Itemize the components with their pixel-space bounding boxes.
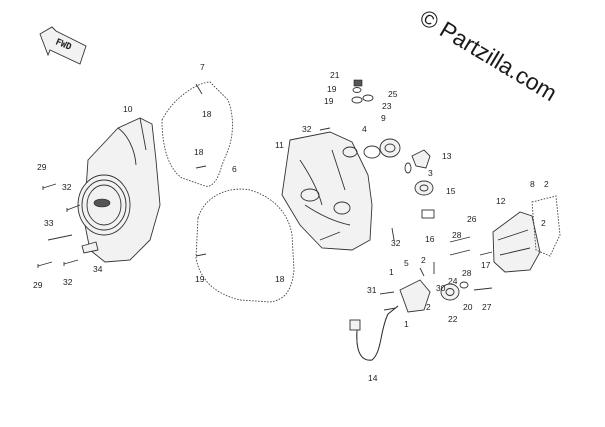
fwd-arrow-icon: FWD [39,26,87,65]
callout-34: 34 [93,264,103,274]
callout-21: 21 [330,70,340,80]
shaft-parts [404,149,434,196]
callout-33: 33 [44,218,54,228]
callout-labels: 29 32 33 34 29 32 10 7 18 18 6 18 19 11 … [33,62,549,383]
callout-1a: 1 [389,267,394,277]
callout-9: 9 [381,113,386,123]
callout-2b: 2 [541,218,546,228]
callout-32b: 32 [63,277,73,287]
callout-32d: 32 [391,238,401,248]
callout-30: 30 [436,283,446,293]
callout-11: 11 [275,140,284,150]
callout-16: 16 [425,234,435,244]
callout-23: 23 [382,101,392,111]
callout-2d: 2 [426,302,431,312]
callout-24: 24 [448,276,458,286]
callout-25: 25 [388,89,398,99]
callout-13: 13 [442,151,452,161]
upper-gasket [161,81,233,187]
callout-7: 7 [200,62,205,72]
callout-5: 5 [404,258,409,268]
callout-26: 26 [467,214,477,224]
lower-gasket [195,188,295,303]
callout-31: 31 [367,285,377,295]
callout-32a: 32 [62,182,72,192]
bolts [37,83,493,311]
callout-18b: 18 [194,147,204,157]
callout-19c: 19 [324,96,334,106]
callout-29b: 29 [33,280,43,290]
callout-3: 3 [428,168,433,178]
callout-27: 27 [482,302,492,312]
callout-18a: 18 [202,109,212,119]
callout-32c: 32 [302,124,312,134]
callout-14: 14 [368,373,378,383]
callout-15: 15 [446,186,456,196]
crankcase-cover [281,131,373,251]
callout-29a: 29 [37,162,47,172]
seals-group [351,79,401,159]
callout-2a: 2 [544,179,549,189]
callout-17: 17 [481,260,491,270]
callout-22: 22 [448,314,458,324]
left-side-cover [77,117,161,263]
callout-18c: 18 [275,274,285,284]
callout-1b: 1 [404,319,409,329]
water-pump-cover [492,195,561,273]
callout-19b: 19 [327,84,337,94]
callout-28a: 28 [452,230,462,240]
callout-12: 12 [496,196,506,206]
callout-2c: 2 [421,255,426,265]
callout-8: 8 [530,179,535,189]
water-hose [349,305,399,361]
callout-20: 20 [463,302,473,312]
callout-4: 4 [362,124,367,134]
watermark: © Partzilla.com [415,4,561,106]
callout-10: 10 [123,104,133,114]
callout-19a: 19 [195,274,205,284]
pump-body [399,279,469,313]
callout-28b: 28 [462,268,472,278]
callout-6: 6 [232,164,237,174]
